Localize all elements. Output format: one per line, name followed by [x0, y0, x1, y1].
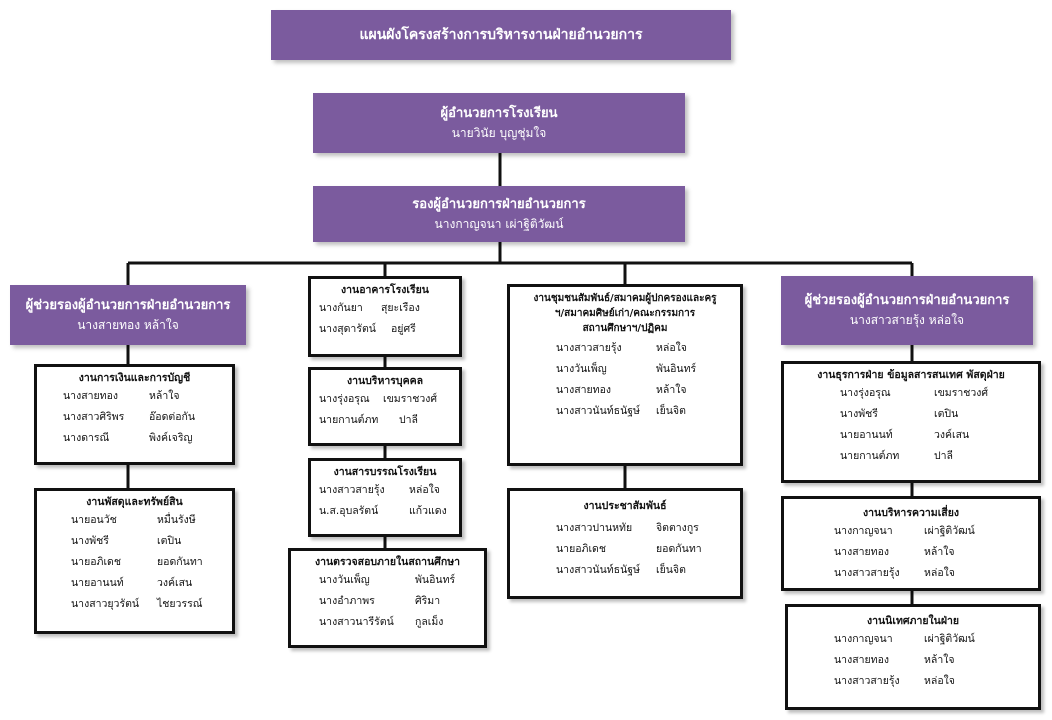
list-item: นางสาวยุวรัตน์ไชยวรรณ์: [71, 598, 203, 610]
personnel-group-box: งานบริหารบุคคล นางรุ่งอรุณเขมราชวงศ์ นาย…: [308, 367, 462, 446]
records-group-box: งานสารบรรณโรงเรียน นางสาวสายรุ้งหล่อใจ น…: [308, 458, 462, 537]
director-name: นายวินัย บุญชุ่มใจ: [451, 125, 547, 140]
deputy-box: รองผู้อำนวยการฝ่ายอำนวยการ นางกาญจนา เผ่…: [313, 186, 685, 242]
community-heading-line3: สถานศึกษาฯ/ปฏิคม: [582, 323, 668, 334]
supervision-group-box: งานนิเทศภายในฝ่าย นางกาญจนาเผ่าฐิติวัฒน์…: [785, 604, 1041, 710]
list-item: นางสาวสายรุ้งหล่อใจ: [556, 342, 687, 354]
chart-title-box: แผนผังโครงสร้างการบริหารงานฝ่ายอำนวยการ: [271, 10, 731, 60]
list-item: นางพัชรีเตปิน: [71, 535, 182, 547]
list-item: นางรุ่งอรุณเขมราชวงศ์: [319, 393, 438, 405]
assistant-right-title: ผู้ช่วยรองผู้อำนวยการฝ่ายอำนวยการ: [804, 293, 1010, 308]
deputy-name: นางกาญจนา เผ่าฐิติวัฒน์: [434, 216, 564, 231]
list-item: นางพัชรีเตปิน: [840, 408, 959, 420]
list-item: นางสาวนันท์ธนัฐษ์เย็นจิต: [556, 564, 686, 576]
list-item: นางสายทองหล้าใจ: [556, 384, 687, 396]
risk-heading: งานบริหารความเสี่ยง: [863, 507, 959, 519]
list-item: นางสาวนารีรัตน์กูลเม็ง: [319, 616, 444, 628]
records-heading: งานสารบรรณโรงเรียน: [333, 466, 437, 478]
risk-group-box: งานบริหารความเสี่ยง นางกาญจนาเผ่าฐิติวัฒ…: [781, 496, 1041, 591]
list-item: นายอภิเดชยอดกันทา: [71, 556, 203, 568]
list-item: นางสุดารัตน์อยู่ศรี: [319, 323, 416, 335]
list-item: นางสายทองหล้าใจ: [63, 390, 180, 402]
assistant-right-name: นางสาวสายรุ้ง หล่อใจ: [849, 313, 965, 327]
director-title: ผู้อำนวยการโรงเรียน: [440, 105, 558, 121]
admin-heading: งานธุรการฝ่าย ข้อมูลสารสนเทศ พัสดุฝ่าย: [817, 369, 1005, 381]
list-item: นางกาญจนาเผ่าฐิติวัฒน์: [834, 633, 975, 645]
pr-group-box: งานประชาสัมพันธ์ นางสาวปานหทัยจิตตางกูร …: [507, 488, 743, 599]
list-item: นางกันยาสุยะเรือง: [319, 302, 420, 314]
supplies-heading: งานพัสดุและทรัพย์สิน: [86, 496, 183, 508]
list-item: นางวันเพ็ญพันอินทร์: [319, 574, 456, 586]
finance-heading: งานการเงินและการบัญชี: [78, 372, 191, 384]
list-item: นางสาวศิริพรอ๊อดต่อกัน: [63, 411, 196, 423]
list-item: นายกานต์ภทปาลี: [319, 414, 418, 426]
list-item: นางสาวปานหทัยจิตตางกูร: [556, 522, 699, 534]
list-item: น.ส.อุบลรัตน์แก้วแดง: [319, 505, 447, 517]
list-item: นางอำภาพรศิริมา: [319, 595, 441, 607]
list-item: นางสายทองหล้าใจ: [834, 654, 955, 666]
personnel-heading: งานบริหารบุคคล: [346, 375, 424, 387]
list-item: นายอานนท์วงค์เสน: [840, 429, 970, 441]
building-group-box: งานอาคารโรงเรียน นางกันยาสุยะเรือง นางสุ…: [308, 276, 462, 357]
finance-group-box: งานการเงินและการบัญชี นางสายทองหล้าใจ นา…: [34, 364, 235, 465]
list-item: นางกาญจนาเผ่าฐิติวัฒน์: [834, 525, 975, 537]
assistant-right-box: ผู้ช่วยรองผู้อำนวยการฝ่ายอำนวยการ นางสาว…: [781, 276, 1033, 345]
list-item: นายอานนท์วงค์เสน: [71, 577, 193, 589]
list-item: นางสาวสายรุ้งหล่อใจ: [834, 567, 955, 579]
admin-group-box: งานธุรการฝ่าย ข้อมูลสารสนเทศ พัสดุฝ่าย น…: [781, 361, 1041, 483]
supervision-heading: งานนิเทศภายในฝ่าย: [866, 615, 960, 627]
assistant-left-title: ผู้ช่วยรองผู้อำนวยการฝ่ายอำนวยการ: [25, 297, 231, 313]
list-item: นางสายทองหล้าใจ: [834, 546, 955, 558]
list-item: นางสาวสายรุ้งหล่อใจ: [319, 484, 440, 496]
list-item: นางดารณีพิงค์เจริญ: [63, 432, 193, 444]
supplies-group-box: งานพัสดุและทรัพย์สิน นายอนวัชหมื่นรังษี …: [34, 488, 235, 634]
list-item: นายอนวัชหมื่นรังษี: [71, 514, 196, 526]
assistant-left-name: นางสายทอง หล้าใจ: [77, 317, 179, 332]
deputy-title: รองผู้อำนวยการฝ่ายอำนวยการ: [412, 196, 586, 212]
list-item: นายอภิเดชยอดกันทา: [556, 543, 702, 555]
building-heading: งานอาคารโรงเรียน: [341, 284, 429, 296]
pr-heading: งานประชาสัมพันธ์: [583, 500, 667, 512]
list-item: นางรุ่งอรุณเขมราชวงศ์: [840, 387, 989, 399]
list-item: นางวันเพ็ญพันอินทร์: [556, 363, 697, 375]
director-box: ผู้อำนวยการโรงเรียน นายวินัย บุญชุ่มใจ: [313, 93, 685, 153]
community-heading-line2: ฯ/สมาคมศิษย์เก่า/คณะกรรมการ: [554, 308, 696, 319]
list-item: นายกานต์ภทปาลี: [840, 450, 953, 462]
list-item: นางสาวสายรุ้งหล่อใจ: [834, 675, 955, 687]
community-heading-line1: งานชุมชนสัมพันธ์/สมาคมผู้ปกครองและครู: [533, 293, 717, 304]
list-item: นางสาวนันท์ธนัฐษ์เย็นจิต: [556, 405, 686, 417]
assistant-left-box: ผู้ช่วยรองผู้อำนวยการฝ่ายอำนวยการ นางสาย…: [10, 285, 246, 345]
audit-heading: งานตรวจสอบภายในสถานศึกษา: [314, 556, 461, 568]
chart-title: แผนผังโครงสร้างการบริหารงานฝ่ายอำนวยการ: [359, 27, 643, 43]
community-group-box: งานชุมชนสัมพันธ์/สมาคมผู้ปกครองและครู ฯ/…: [507, 284, 743, 466]
audit-group-box: งานตรวจสอบภายในสถานศึกษา นางวันเพ็ญพันอิ…: [288, 548, 487, 648]
